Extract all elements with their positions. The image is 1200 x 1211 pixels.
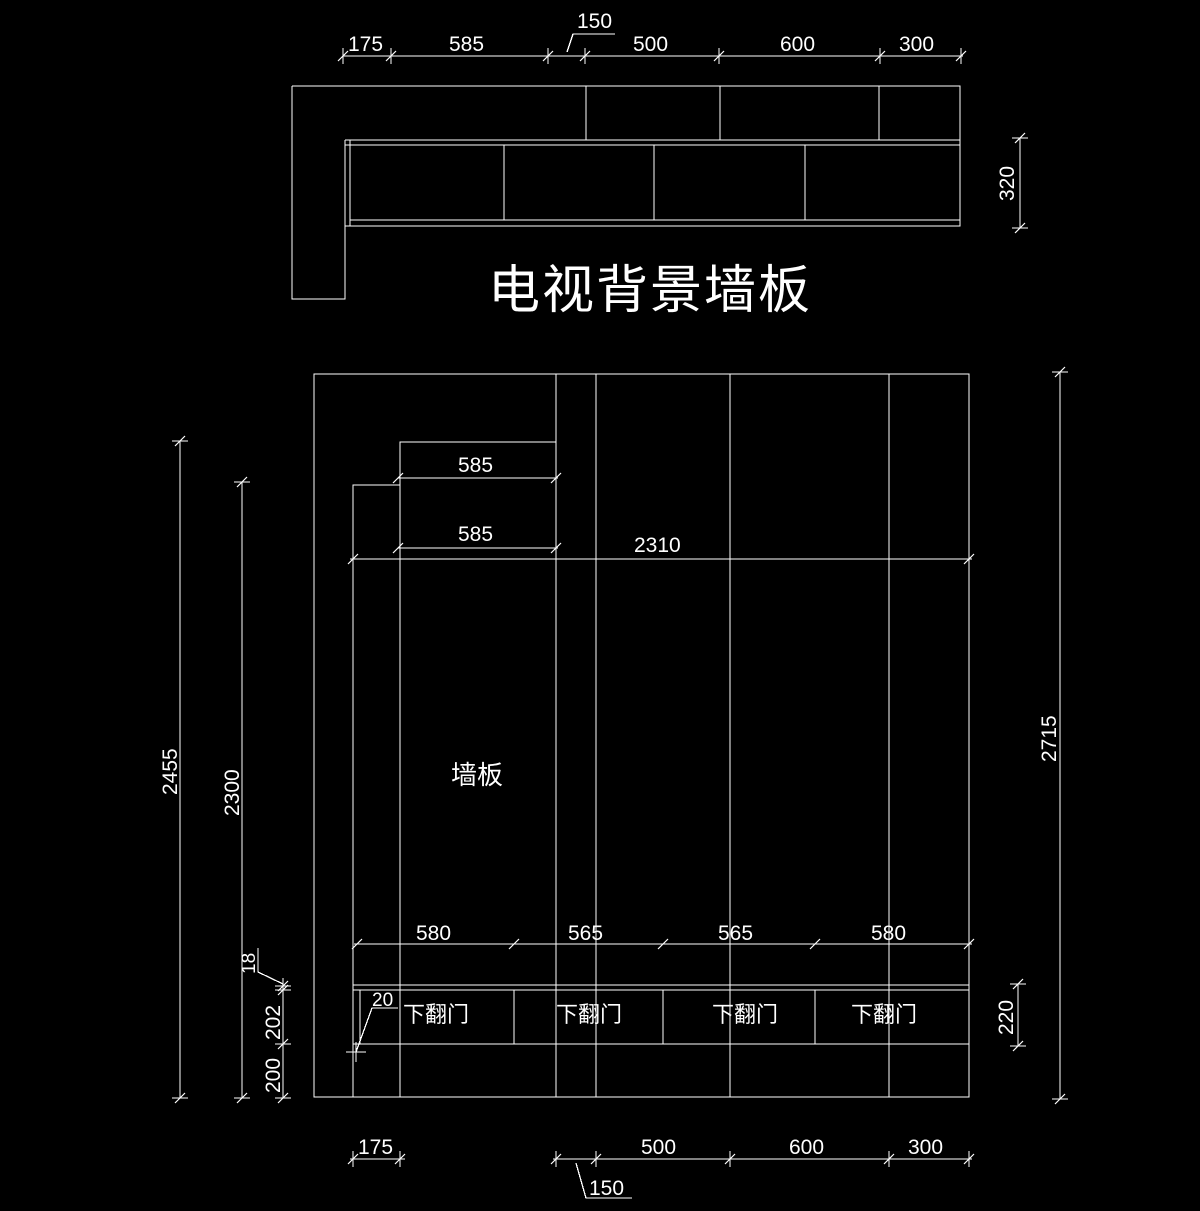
elevation-inner-dimensions — [347, 472, 975, 565]
drawing-title: 电视背景墙板 — [488, 261, 812, 321]
plan-top-dimension-line — [337, 33, 967, 64]
bottom-dim-175: 175 — [358, 1136, 393, 1159]
plan-dim-585: 585 — [449, 33, 484, 56]
elev-dim-2310: 2310 — [634, 534, 681, 557]
elev-dim-20: 20 — [372, 990, 393, 1011]
plan-dim-150: 150 — [577, 10, 612, 33]
flip-door-label-2: 下翻门 — [556, 1003, 622, 1028]
flip-door-label-3: 下翻门 — [712, 1003, 778, 1028]
elevation-outer-frame — [313, 373, 970, 1098]
elev-dim-585-upper: 585 — [458, 454, 493, 477]
elevation-view: 585 585 2310 墙板 580 565 565 580 下翻门 下翻门 … — [159, 366, 1068, 1200]
elev-dim-18: 18 — [239, 953, 260, 974]
plan-view: 175 585 150 500 600 300 320 — [291, 10, 1028, 300]
cabinet-dim-565-b: 565 — [718, 922, 753, 945]
elev-dim-220: 220 — [995, 1000, 1018, 1035]
elev-dim-585-lower: 585 — [458, 523, 493, 546]
wall-panel-label: 墙板 — [451, 761, 503, 791]
flip-door-label-4: 下翻门 — [851, 1003, 917, 1028]
flip-door-label-1: 下翻门 — [403, 1003, 469, 1028]
plan-dim-175: 175 — [348, 33, 383, 56]
bottom-dim-300: 300 — [908, 1136, 943, 1159]
bottom-dim-150: 150 — [589, 1177, 624, 1200]
elev-dim-2300: 2300 — [221, 769, 244, 816]
plan-depth-dimension — [1012, 132, 1028, 234]
plan-dim-500: 500 — [633, 33, 668, 56]
elev-dim-2715: 2715 — [1038, 715, 1061, 762]
bottom-dim-600: 600 — [789, 1136, 824, 1159]
elev-dim-2455: 2455 — [159, 748, 182, 795]
cabinet-dim-580-right: 580 — [871, 922, 906, 945]
bottom-dim-500: 500 — [641, 1136, 676, 1159]
cabinet-dim-580-left: 580 — [416, 922, 451, 945]
plan-dim-300: 300 — [899, 33, 934, 56]
left-dimension-lines — [172, 435, 291, 1104]
plan-dim-600: 600 — [780, 33, 815, 56]
right-dimension-lines — [1010, 366, 1068, 1105]
elev-dim-200: 200 — [262, 1058, 285, 1093]
cabinet-width-dimensions — [351, 938, 975, 950]
bottom-dimension-lines — [347, 1151, 975, 1199]
cabinet-dim-565-a: 565 — [568, 922, 603, 945]
plan-dim-320: 320 — [996, 166, 1019, 201]
elev-dim-202: 202 — [262, 1005, 285, 1040]
